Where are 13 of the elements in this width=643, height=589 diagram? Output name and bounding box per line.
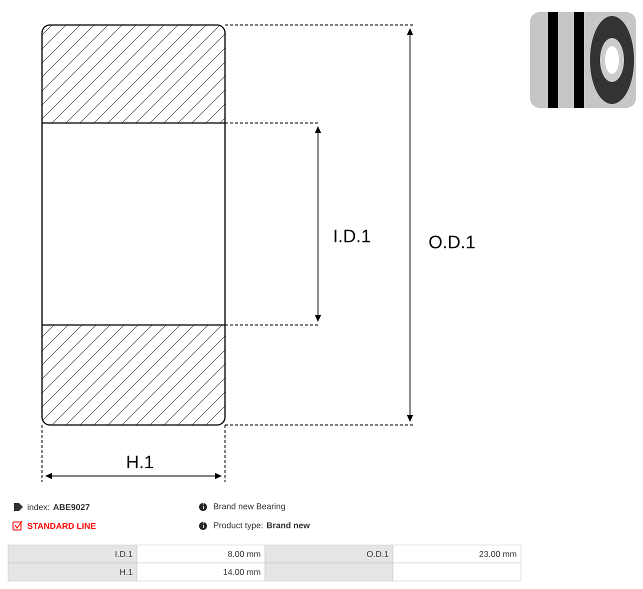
table-cell: 23.00 mm xyxy=(392,544,522,564)
info-text: index: ABE9027 xyxy=(28,504,90,510)
dimension-label: O.D.1 xyxy=(429,236,475,248)
dimension-label: I.D.1 xyxy=(334,230,370,242)
table-cell: I.D.1 xyxy=(8,544,138,564)
table-cell: O.D.1 xyxy=(264,544,394,564)
table-cell: 14.00 mm xyxy=(136,562,266,582)
info-text: STANDARD LINE xyxy=(27,523,96,529)
dimension-label: H.1 xyxy=(127,456,154,468)
table-cell: H.1 xyxy=(8,562,138,582)
table-cell: 8.00 mm xyxy=(136,544,266,564)
info-text: Brand new Bearing xyxy=(214,503,285,511)
info-text: Product type: Brand new xyxy=(214,522,310,530)
